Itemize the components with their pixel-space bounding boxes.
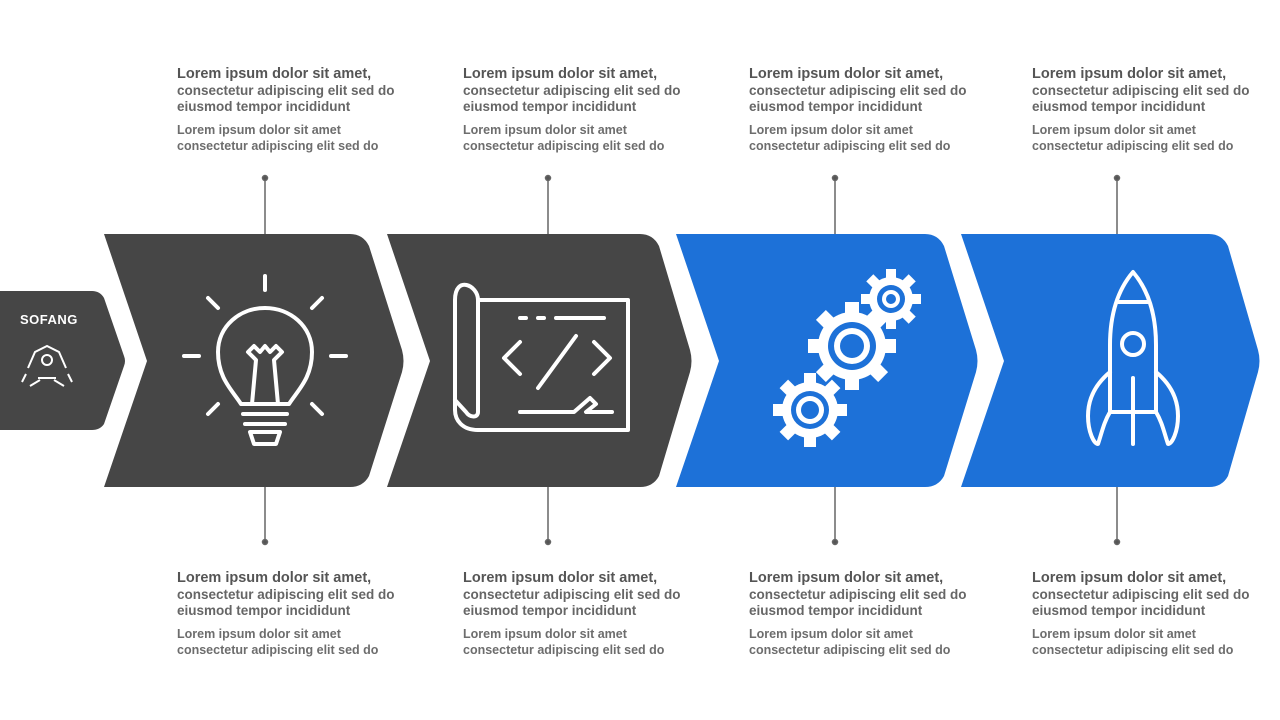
text-small: Lorem ipsum dolor sit amet [177, 122, 341, 137]
connector-top-1 [261, 174, 269, 234]
start-label: SOFANG [20, 312, 78, 327]
step-2-top-text: Lorem ipsum dolor sit amet, consectetur … [463, 66, 703, 155]
connector-top-2 [544, 174, 552, 234]
text-line: eiusmod tempor incididunt [463, 99, 637, 114]
connector-top-3 [831, 174, 839, 234]
text-small: Lorem ipsum dolor sit amet [1032, 122, 1196, 137]
text-line: consectetur adipiscing elit sed do [1032, 82, 1250, 98]
step-3-top-text: Lorem ipsum dolor sit amet, consectetur … [749, 66, 989, 155]
text-title: Lorem ipsum dolor sit amet, [463, 570, 658, 586]
step-3-bottom-text: Lorem ipsum dolor sit amet, consectetur … [749, 570, 989, 659]
text-small: consectetur adipiscing elit sed do [1032, 643, 1234, 657]
step-2-bottom-text: Lorem ipsum dolor sit amet, consectetur … [463, 570, 703, 659]
step-4-top-text: Lorem ipsum dolor sit amet, consectetur … [1032, 66, 1272, 155]
text-small: Lorem ipsum dolor sit amet [463, 626, 627, 641]
connector-bottom-3 [831, 487, 839, 546]
text-line: consectetur adipiscing elit sed do [177, 586, 395, 602]
blueprint-icon [453, 282, 630, 432]
text-small: Lorem ipsum dolor sit amet [749, 122, 913, 137]
text-small: consectetur adipiscing elit sed do [463, 139, 665, 153]
lightbulb-icon [182, 274, 348, 446]
connector-bottom-1 [261, 487, 269, 546]
text-title: Lorem ipsum dolor sit amet, [1032, 66, 1227, 82]
step-4-bottom-text: Lorem ipsum dolor sit amet, consectetur … [1032, 570, 1272, 659]
rocket-icon [1086, 270, 1180, 446]
text-line: consectetur adipiscing elit sed do [749, 586, 967, 602]
text-small: consectetur adipiscing elit sed do [177, 643, 379, 657]
text-line: eiusmod tempor incididunt [1032, 99, 1206, 114]
text-line: eiusmod tempor incididunt [463, 603, 637, 618]
text-small: Lorem ipsum dolor sit amet [463, 122, 627, 137]
text-line: eiusmod tempor incididunt [177, 603, 351, 618]
connector-bottom-4 [1113, 487, 1121, 546]
text-line: consectetur adipiscing elit sed do [177, 82, 395, 98]
text-line: consectetur adipiscing elit sed do [463, 586, 681, 602]
text-line: consectetur adipiscing elit sed do [749, 82, 967, 98]
text-small: Lorem ipsum dolor sit amet [749, 626, 913, 641]
text-small: Lorem ipsum dolor sit amet [177, 626, 341, 641]
text-title: Lorem ipsum dolor sit amet, [1032, 570, 1227, 586]
step-2-arrow [387, 234, 692, 487]
text-line: eiusmod tempor incididunt [1032, 603, 1206, 618]
text-small: consectetur adipiscing elit sed do [749, 643, 951, 657]
text-title: Lorem ipsum dolor sit amet, [463, 66, 658, 82]
text-small: Lorem ipsum dolor sit amet [1032, 626, 1196, 641]
connector-top-4 [1113, 174, 1121, 234]
step-1-top-text: Lorem ipsum dolor sit amet, consectetur … [177, 66, 417, 155]
text-line: consectetur adipiscing elit sed do [1032, 586, 1250, 602]
text-title: Lorem ipsum dolor sit amet, [177, 66, 372, 82]
connector-bottom-2 [544, 487, 552, 546]
text-title: Lorem ipsum dolor sit amet, [749, 570, 944, 586]
text-small: consectetur adipiscing elit sed do [749, 139, 951, 153]
text-small: consectetur adipiscing elit sed do [463, 643, 665, 657]
team-icon [21, 344, 73, 387]
gears-icon [773, 269, 921, 447]
text-line: consectetur adipiscing elit sed do [463, 82, 681, 98]
text-line: eiusmod tempor incididunt [749, 603, 923, 618]
text-title: Lorem ipsum dolor sit amet, [177, 570, 372, 586]
text-line: eiusmod tempor incididunt [749, 99, 923, 114]
text-small: consectetur adipiscing elit sed do [1032, 139, 1234, 153]
text-title: Lorem ipsum dolor sit amet, [749, 66, 944, 82]
step-1-bottom-text: Lorem ipsum dolor sit amet, consectetur … [177, 570, 417, 659]
text-line: eiusmod tempor incididunt [177, 99, 351, 114]
text-small: consectetur adipiscing elit sed do [177, 139, 379, 153]
